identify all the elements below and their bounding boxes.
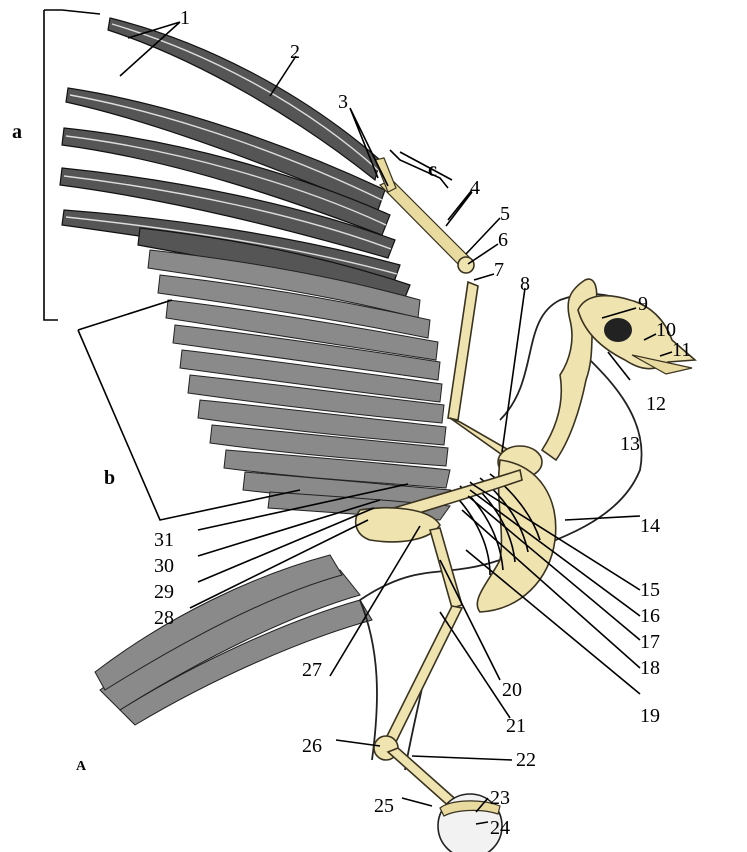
label-31: 31: [154, 529, 174, 551]
group-label-c: c: [428, 159, 437, 181]
label-18: 18: [640, 657, 660, 679]
label-16: 16: [640, 605, 660, 627]
bracket-a: [44, 10, 100, 320]
label-2: 2: [290, 41, 300, 63]
label-5: 5: [500, 203, 510, 225]
label-4: 4: [470, 177, 480, 199]
label-15: 15: [640, 579, 660, 601]
group-label-a: a: [12, 121, 22, 143]
skeleton: [356, 158, 695, 852]
label-27: 27: [302, 659, 322, 681]
label-14: 14: [640, 515, 660, 537]
orbit: [604, 318, 632, 342]
label-25: 25: [374, 795, 394, 817]
label-23: 23: [490, 787, 510, 809]
label-6: 6: [498, 229, 508, 251]
label-20: 20: [502, 679, 522, 701]
carpometacarpus: [380, 180, 470, 266]
group-label-b: b: [104, 467, 115, 489]
label-1: 1: [180, 7, 190, 29]
label-29: 29: [154, 581, 174, 603]
wrist-joint: [458, 257, 474, 273]
label-9: 9: [638, 293, 648, 315]
humerus: [448, 282, 478, 420]
label-21: 21: [506, 715, 526, 737]
label-30: 30: [154, 555, 174, 577]
label-11: 11: [672, 339, 691, 361]
bracket-c: [390, 150, 452, 188]
label-3: 3: [338, 91, 348, 113]
primary-feathers: [60, 18, 410, 300]
label-8: 8: [520, 273, 530, 295]
label-22: 22: [516, 749, 536, 771]
label-13: 13: [620, 433, 640, 455]
label-10: 10: [656, 319, 676, 341]
label-24: 24: [490, 817, 510, 839]
label-12: 12: [646, 393, 666, 415]
tail-feathers: [95, 555, 372, 725]
label-26: 26: [302, 735, 322, 757]
label-17: 17: [640, 631, 660, 653]
label-19: 19: [640, 705, 660, 727]
label-7: 7: [494, 259, 504, 281]
corner-mark: A: [76, 759, 87, 774]
label-28: 28: [154, 607, 174, 629]
